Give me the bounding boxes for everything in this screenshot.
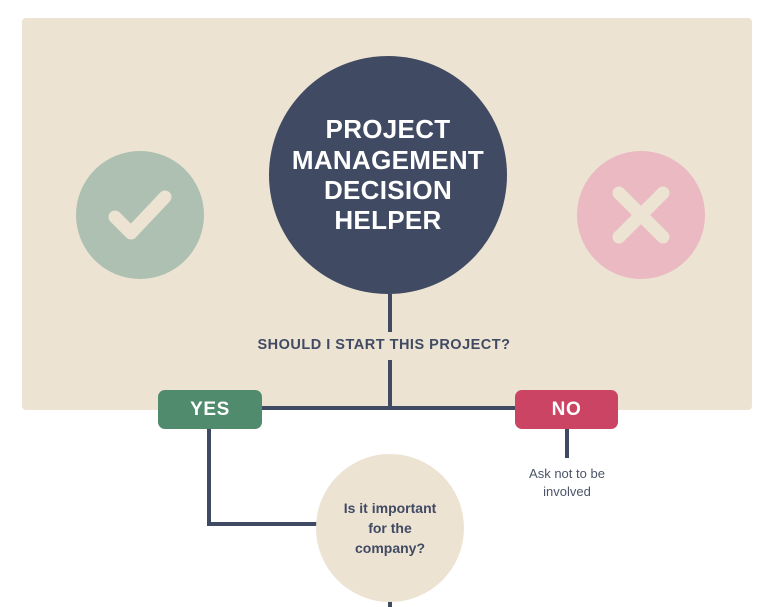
connector-yes-down	[207, 428, 211, 526]
cross-icon	[606, 180, 676, 250]
branch-no-label: NO	[551, 398, 582, 420]
branch-yes-label: YES	[190, 398, 230, 420]
hero-circle: PROJECT MANAGEMENT DECISION HELPER	[269, 56, 507, 294]
connector-no-to-note	[565, 428, 569, 458]
connector-yes-to-circle	[207, 522, 327, 526]
connector-question-to-bus	[388, 360, 392, 408]
cross-badge	[577, 151, 705, 279]
connector-branch-bus	[209, 406, 568, 410]
branch-no-button[interactable]: NO	[515, 390, 618, 429]
branch-yes-button[interactable]: YES	[158, 390, 262, 429]
no-outcome-text: Ask not to be involved	[529, 466, 605, 499]
decision-node-label: Is it important for the company?	[343, 499, 437, 557]
decision-node-importance: Is it important for the company?	[316, 454, 464, 602]
check-icon	[103, 178, 177, 252]
page-title: PROJECT MANAGEMENT DECISION HELPER	[291, 114, 485, 236]
root-question-label: SHOULD I START THIS PROJECT?	[257, 337, 511, 353]
connector-hero-to-question	[388, 294, 392, 332]
check-badge	[76, 151, 204, 279]
